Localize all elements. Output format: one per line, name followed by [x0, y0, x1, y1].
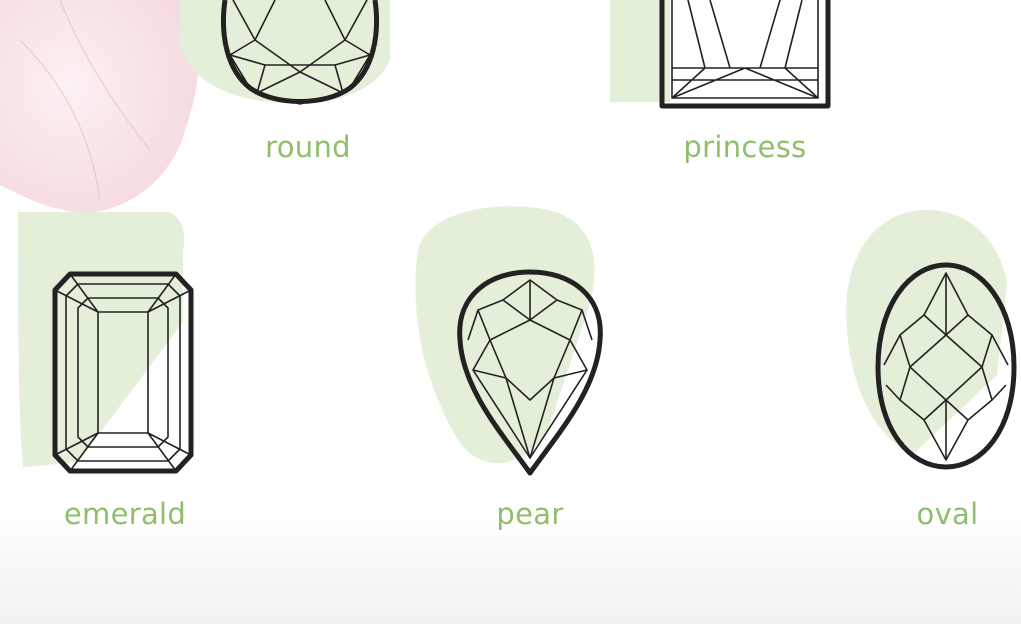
- oval-label: oval: [880, 497, 1015, 531]
- round-diamond[interactable]: [175, 0, 405, 115]
- princess-diamond-icon: [610, 0, 835, 115]
- princess-diamond[interactable]: [610, 0, 835, 115]
- princess-label: princess: [665, 130, 825, 164]
- oval-diamond-icon: [842, 205, 1021, 480]
- pear-diamond-icon: [408, 200, 613, 480]
- emerald-diamond-icon: [18, 212, 203, 477]
- pear-label: pear: [455, 497, 605, 531]
- oval-diamond[interactable]: [842, 205, 1021, 480]
- emerald-diamond[interactable]: [18, 212, 203, 477]
- round-diamond-icon: [175, 0, 405, 115]
- pear-diamond[interactable]: [408, 200, 613, 480]
- emerald-label: emerald: [45, 497, 205, 531]
- round-label: round: [238, 130, 378, 164]
